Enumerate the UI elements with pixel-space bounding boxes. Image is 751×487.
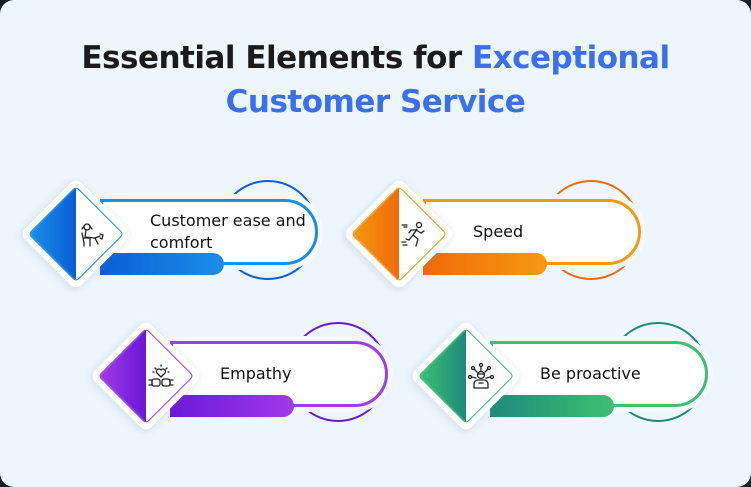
card-accent-bar — [100, 253, 224, 275]
heart-handshake-icon — [146, 362, 176, 392]
title-part2: Exceptional — [471, 40, 670, 76]
card-speed: Speed — [342, 176, 665, 306]
card-diamond — [342, 176, 456, 296]
card-empathy: Empathy — [89, 318, 412, 448]
card-customer-ease: Customer ease and comfort — [19, 176, 342, 306]
card-label: Be proactive — [540, 364, 641, 383]
card-diamond — [19, 176, 133, 296]
running-person-icon — [399, 220, 429, 250]
relaxing-person-icon — [76, 220, 106, 250]
person-network-icon — [466, 362, 496, 392]
title-line2: Customer Service — [225, 84, 526, 120]
card-diamond — [89, 318, 203, 438]
card-accent-bar — [490, 395, 614, 417]
card-be-proactive: Be proactive — [409, 318, 732, 448]
card-label: Customer ease and comfort — [150, 211, 306, 252]
title-part1: Essential Elements for — [81, 40, 472, 76]
card-label: Speed — [473, 222, 524, 241]
card-label: Empathy — [220, 364, 292, 383]
card-accent-bar — [423, 253, 547, 275]
page-title: Essential Elements for Exceptional Custo… — [0, 36, 751, 124]
card-accent-bar — [170, 395, 294, 417]
card-diamond — [409, 318, 523, 438]
